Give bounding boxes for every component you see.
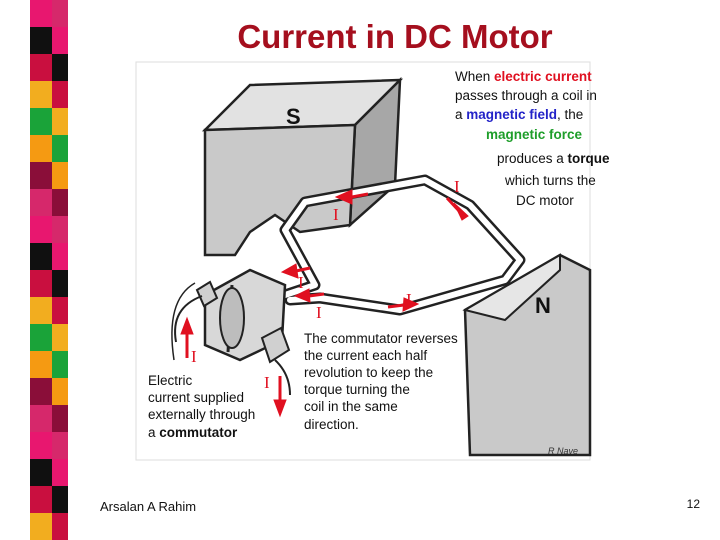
stripe-block — [30, 189, 52, 216]
stripe-block — [30, 54, 52, 81]
stripe-block — [30, 324, 52, 351]
stripe-block — [52, 162, 68, 189]
stripe-block — [52, 351, 68, 378]
stripe-block — [30, 27, 52, 54]
supply-note-line-3: externally through — [148, 407, 256, 422]
current-label-4: I — [316, 303, 322, 322]
stripe-block — [52, 378, 68, 405]
current-label-5: I — [406, 290, 412, 309]
stripe-block — [30, 243, 52, 270]
supply-lead-left — [174, 295, 203, 343]
slide-title: Current in DC Motor — [237, 18, 553, 55]
stripe-block — [52, 486, 68, 513]
decorative-stripe — [30, 0, 68, 540]
supply-note-line-4: a commutator — [148, 425, 238, 440]
current-label-1: I — [333, 205, 339, 224]
magnet-north — [462, 253, 592, 457]
commutator-note-line-4: torque turning the — [304, 382, 410, 397]
current-label-7: I — [264, 373, 270, 392]
stripe-block — [52, 405, 68, 432]
brush-right — [260, 326, 291, 364]
stripe-block — [52, 243, 68, 270]
explanation-line-2: passes through a coil in — [455, 88, 597, 103]
explanation-line-3: a magnetic field, the — [455, 107, 584, 122]
stripe-block — [52, 513, 68, 540]
stripe-block — [30, 135, 52, 162]
stripe-block — [30, 351, 52, 378]
stripe-block — [30, 81, 52, 108]
commutator-note-line-3: revolution to keep the — [304, 365, 434, 380]
commutator-note-line-5: coil in the same — [304, 399, 398, 414]
explanation-line-4: magnetic force — [486, 127, 583, 142]
stripe-block — [30, 486, 52, 513]
pole-label-north: N — [535, 293, 551, 318]
explanation-line-5: produces a torque — [497, 151, 610, 166]
brush-left — [195, 280, 219, 308]
current-labels: I I I I I I I — [191, 177, 460, 392]
arrow-supply-up — [180, 316, 194, 335]
diagram-frame — [135, 61, 591, 461]
stripe-block — [30, 0, 52, 27]
explanation-line-1: When electric current — [455, 69, 592, 84]
stripe-block — [52, 270, 68, 297]
commutator-note-line-2: the current each half — [304, 348, 428, 363]
pole-label-south: S — [286, 104, 301, 129]
stripe-block — [30, 297, 52, 324]
stripe-block — [52, 135, 68, 162]
magnet-south — [201, 76, 404, 257]
stripe-block — [30, 405, 52, 432]
stripe-block — [30, 513, 52, 540]
current-arrows — [180, 189, 469, 418]
arrow-supply-down — [273, 399, 287, 418]
stripe-block — [52, 108, 68, 135]
stripe-block — [52, 0, 68, 27]
stripe-block — [30, 108, 52, 135]
stripe-block — [52, 459, 68, 486]
supply-lead-outer — [171, 282, 196, 361]
current-label-6: I — [191, 347, 197, 366]
current-label-2: I — [454, 177, 460, 196]
stripe-block — [52, 432, 68, 459]
supply-note-line-1: Electric — [148, 373, 193, 388]
coil — [264, 174, 526, 316]
image-credit: R Nave — [548, 446, 579, 456]
stripe-block — [30, 216, 52, 243]
supply-note-line-2: current supplied — [148, 390, 245, 405]
stripe-block — [30, 378, 52, 405]
supply-lead-right — [274, 359, 291, 396]
stripe-block — [52, 189, 68, 216]
stripe-block — [30, 270, 52, 297]
stripe-block — [52, 297, 68, 324]
stripe-block — [52, 324, 68, 351]
commutator-note-line-6: direction. — [304, 417, 359, 432]
stripe-block — [52, 81, 68, 108]
arrow-left-coil — [280, 263, 299, 279]
commutator-note-line-1: The commutator reverses — [304, 331, 458, 346]
explanation-line-6: which turns the — [505, 173, 596, 188]
stripe-block — [30, 459, 52, 486]
footer-author: Arsalan A Rahim — [100, 499, 197, 514]
stripe-block — [52, 216, 68, 243]
stripe-block — [52, 54, 68, 81]
explanation-line-7: DC motor — [516, 193, 574, 208]
stripe-block — [30, 432, 52, 459]
stripe-block — [52, 27, 68, 54]
current-label-3: I — [298, 273, 304, 292]
stripe-block — [30, 162, 52, 189]
page-number: 12 — [686, 497, 700, 511]
